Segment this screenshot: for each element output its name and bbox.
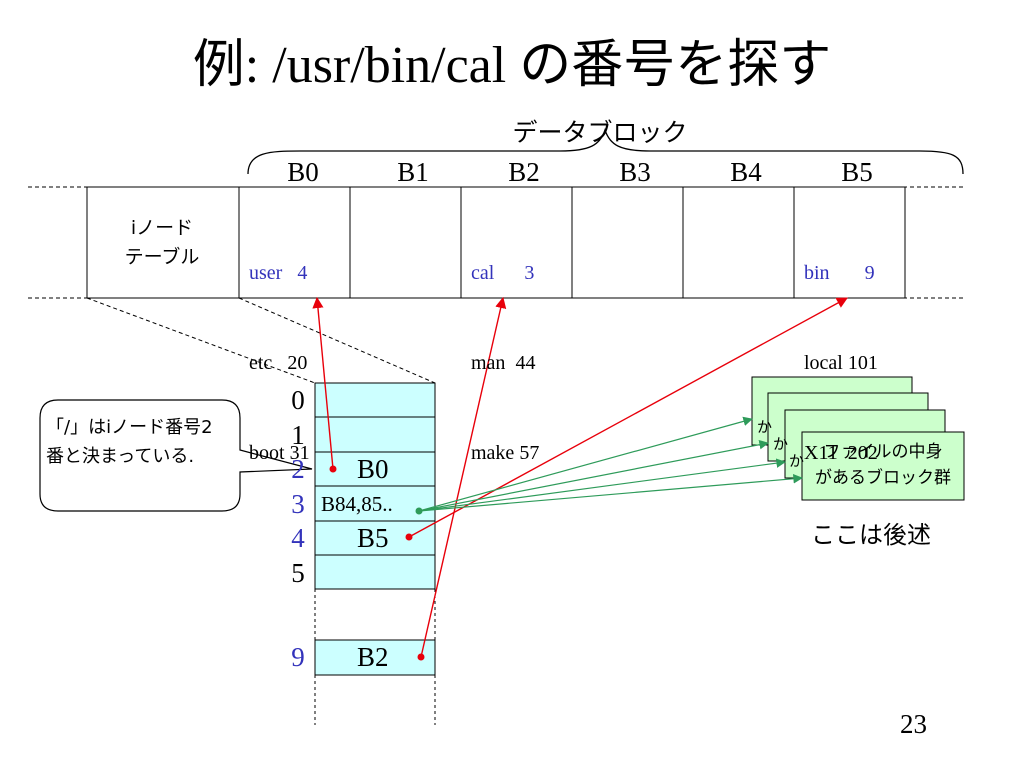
callout-bubble bbox=[39, 399, 313, 512]
inode-table-label-line1: iノード bbox=[130, 217, 194, 239]
b5-entry: X11 202 bbox=[804, 442, 878, 464]
inode-index: 2 bbox=[291, 454, 305, 484]
inode-3-value: B84,85.. bbox=[321, 492, 393, 516]
inode-table-label: iノード テーブル bbox=[87, 214, 237, 272]
block-label-b5: B5 bbox=[841, 157, 873, 187]
arrow-b5-to-block bbox=[408, 297, 848, 538]
svg-text:か: か bbox=[757, 418, 772, 436]
inode-2-value: B0 bbox=[357, 454, 389, 484]
file-blocks-label-line1: ファイルの中身 bbox=[823, 442, 943, 462]
svg-text:か: か bbox=[789, 452, 804, 470]
zoom-line-left bbox=[86, 297, 316, 384]
inode-table-label-line2: テーブル bbox=[124, 246, 200, 268]
arrow-green-1 bbox=[418, 416, 753, 512]
b2-entry: make 57 bbox=[471, 442, 540, 464]
inode-index: 1 bbox=[291, 420, 305, 450]
block-label-b3: B3 bbox=[619, 157, 651, 187]
block-label-b4: B4 bbox=[730, 157, 762, 187]
b5-entry: local 101 bbox=[804, 352, 878, 374]
arrow-b0-to-block bbox=[312, 296, 334, 470]
inode-9-value: B2 bbox=[357, 642, 389, 672]
callout-text: 「/」はiノード番号2番と決まっている. bbox=[46, 417, 213, 467]
b0-entry: user 4 bbox=[249, 262, 308, 284]
inode-index: 0 bbox=[291, 385, 305, 415]
file-blocks-label: ファイルの中身 があるブロック群 bbox=[802, 439, 964, 491]
zoom-line-right bbox=[238, 297, 436, 384]
block-label-b2: B2 bbox=[508, 157, 540, 187]
file-block-front bbox=[801, 431, 965, 501]
block-b5-contents: bin 9 local 101 X11 202 bbox=[804, 198, 878, 498]
disk-blocks-box bbox=[86, 186, 906, 299]
arrow-green-4 bbox=[418, 473, 803, 512]
arrow-green-3 bbox=[418, 458, 786, 512]
data-block-label: データブロック bbox=[512, 118, 688, 147]
later-note: ここは後述 bbox=[811, 521, 931, 549]
b2-entry: man 44 bbox=[471, 352, 536, 374]
block-label-b0: B0 bbox=[287, 157, 319, 187]
inode-index: 5 bbox=[291, 558, 305, 588]
arrow-green-2 bbox=[418, 439, 769, 512]
block-label-b1: B1 bbox=[397, 157, 429, 187]
b0-entry: etc 20 bbox=[249, 352, 308, 374]
inode-index: 3 bbox=[291, 489, 305, 519]
arrow-b2-to-block bbox=[420, 296, 507, 658]
page-title: 例: /usr/bin/cal の番号を探す bbox=[192, 37, 832, 94]
inode-4-value: B5 bbox=[357, 523, 389, 553]
inode-index: 4 bbox=[291, 523, 305, 553]
b2-entry: cal 3 bbox=[471, 262, 535, 284]
b0-entry: boot 31 bbox=[249, 442, 310, 464]
inode-index: 9 bbox=[291, 642, 305, 672]
b5-entry: bin 9 bbox=[804, 262, 875, 284]
data-block-brace bbox=[247, 127, 964, 175]
block-b2-contents: cal 3 man 44 make 57 bbox=[471, 198, 539, 498]
block-b0-contents: user 4 etc 20 boot 31 bbox=[249, 198, 310, 498]
inode-row-9 bbox=[314, 639, 436, 676]
svg-text:か: か bbox=[773, 435, 788, 453]
page-number: 23 bbox=[900, 709, 927, 739]
file-blocks-label-line2: があるブロック群 bbox=[815, 468, 951, 488]
